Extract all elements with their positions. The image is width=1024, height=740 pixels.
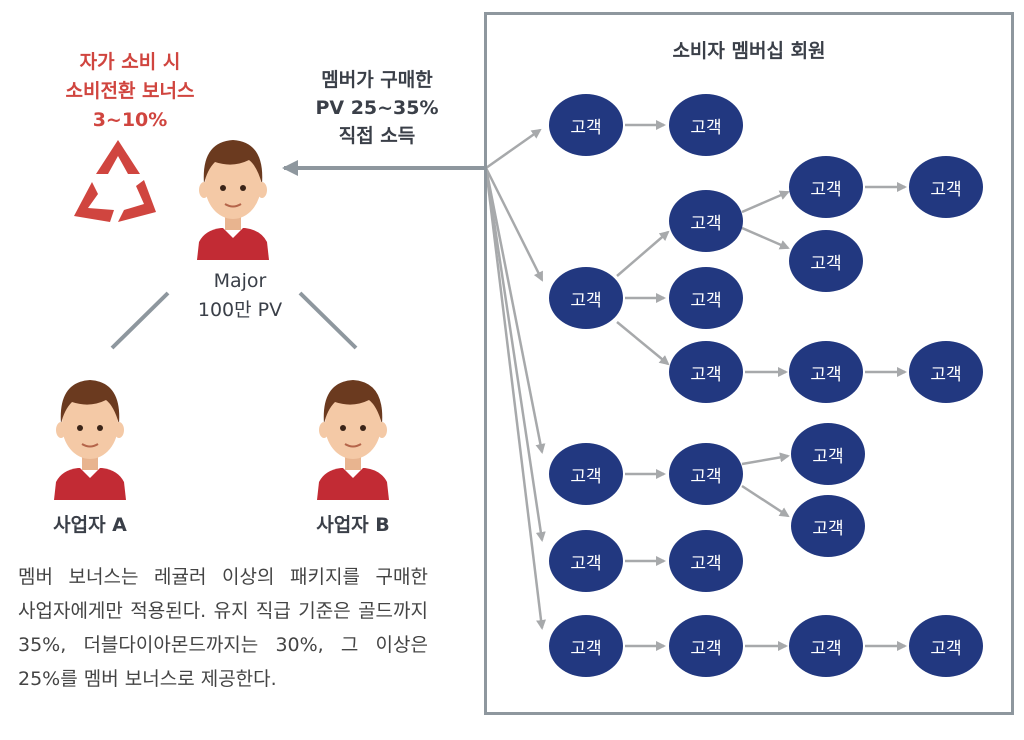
customer-node: 고객: [789, 230, 863, 292]
income-line-3: 직접 소득: [338, 125, 416, 147]
description-text: 멤버 보너스는 레귤러 이상의 패키지를 구매한 사업자에게만 적용된다. 유지…: [18, 566, 428, 690]
customer-node: 고객: [909, 341, 983, 403]
income-text: 멤버가 구매한 PV 25~35% 직접 소득: [292, 66, 462, 150]
major-label: Major 100만 PV: [170, 267, 310, 325]
customer-node: 고객: [909, 615, 983, 677]
fan-arrow-5: [484, 167, 546, 630]
customer-node: 고객: [789, 156, 863, 218]
bonus-line-2: 소비전환 보너스: [65, 80, 195, 102]
business-b-label: 사업자 B: [316, 514, 390, 536]
customer-node: 고객: [669, 443, 743, 505]
income-line-1: 멤버가 구매한: [321, 69, 433, 91]
bonus-text: 자가 소비 시 소비전환 보너스 3~10%: [30, 48, 230, 135]
recycle-icon: [74, 140, 156, 222]
fan-arrow-2: [484, 167, 544, 282]
edge-11: [741, 452, 790, 466]
business-a-avatar-icon: [54, 380, 126, 500]
customer-node: 고객: [669, 94, 743, 156]
consumer-box-title: 소비자 멤버십 회원: [672, 40, 826, 62]
customer-node: 고객: [669, 341, 743, 403]
customer-node: 고객: [549, 94, 623, 156]
customer-node: 고객: [789, 341, 863, 403]
customer-node: 고객: [669, 530, 743, 592]
customer-node: 고객: [549, 267, 623, 329]
major-name: Major: [213, 270, 267, 292]
business-a-label: 사업자 A: [53, 514, 127, 536]
edge-5: [741, 190, 790, 214]
consumer-membership-box: [484, 12, 1014, 715]
tree-line-left: [110, 291, 170, 350]
fan-arrow-1: [485, 128, 542, 170]
major-avatar-icon: [197, 140, 269, 260]
bonus-line-3: 3~10%: [92, 109, 168, 131]
customer-node: 고객: [789, 615, 863, 677]
bonus-line-1: 자가 소비 시: [79, 51, 181, 73]
customer-node: 고객: [549, 615, 623, 677]
customer-node: 고객: [549, 530, 623, 592]
edge-12: [741, 484, 790, 518]
customer-node: 고객: [669, 190, 743, 252]
edge-2: [616, 230, 670, 277]
customer-node: 고객: [669, 267, 743, 329]
major-pv: 100만 PV: [197, 299, 283, 321]
business-b-avatar-icon: [317, 380, 389, 500]
customer-node: 고객: [791, 495, 865, 557]
edge-4: [616, 321, 670, 366]
income-line-2: PV 25~35%: [315, 97, 439, 119]
customer-node: 고객: [909, 156, 983, 218]
edge-6: [741, 226, 790, 250]
tree-line-right: [298, 291, 358, 350]
customer-node: 고객: [549, 443, 623, 505]
customer-node: 고객: [791, 423, 865, 485]
fan-arrow-3: [484, 167, 546, 454]
customer-node: 고객: [669, 615, 743, 677]
fan-arrow-4: [484, 167, 546, 542]
